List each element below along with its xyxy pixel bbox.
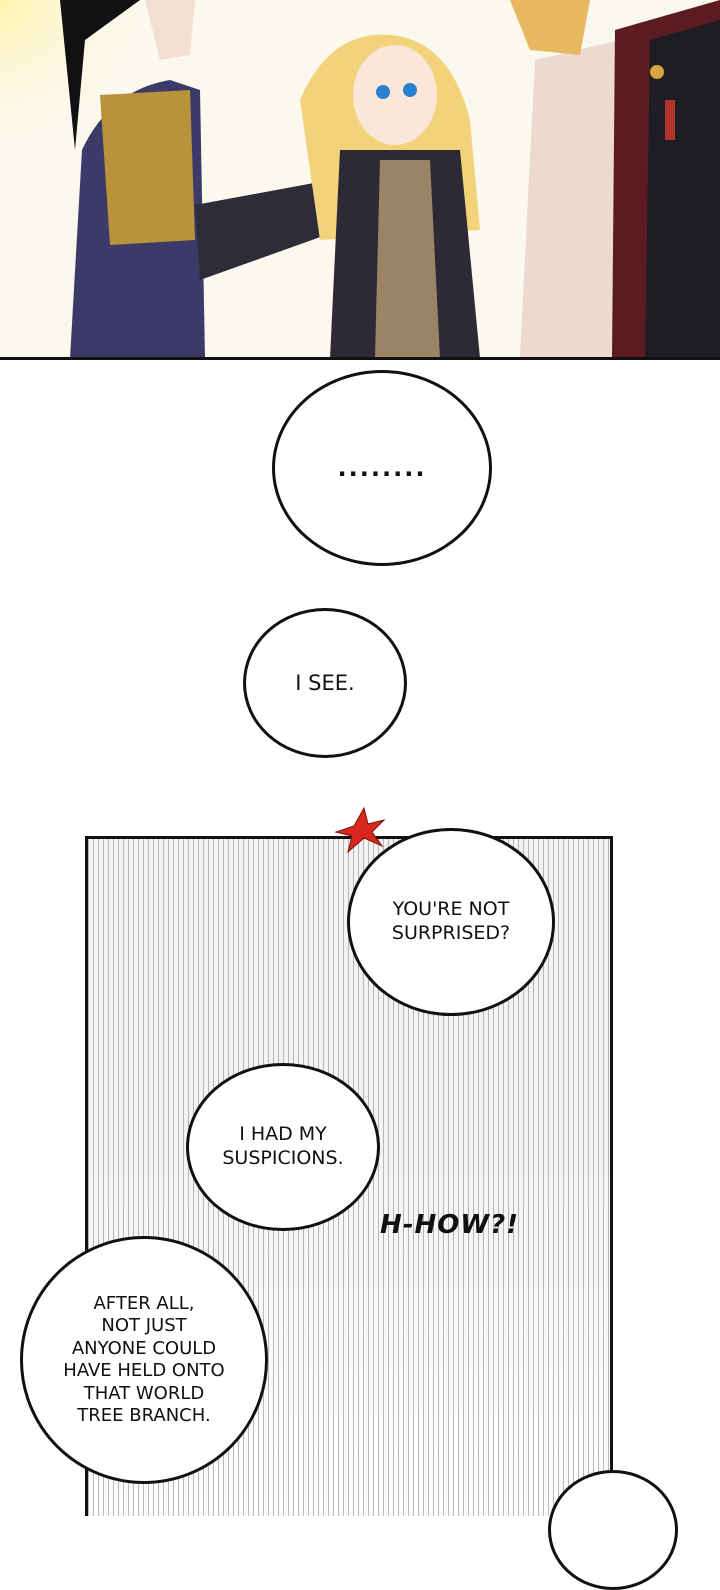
bubble-line: AFTER ALL, (93, 1292, 195, 1314)
sound-effect-text: H-HOW?! (380, 1210, 520, 1240)
bubble-text: ........ (337, 454, 427, 482)
speech-bubble-partial (548, 1470, 678, 1590)
bubble-line: NOT JUST (101, 1315, 187, 1336)
bubble-line: TREE BRANCH. (77, 1405, 211, 1426)
speech-bubble-suspicions: I HAD MY SUSPICIONS. (186, 1063, 380, 1231)
surprise-burst-icon (334, 806, 386, 854)
bubble-line: SURPRISED? (391, 922, 511, 944)
bubble-line: THAT WORLD (83, 1382, 205, 1404)
panel-divider (0, 357, 720, 360)
speech-bubble-i-see: I SEE. (243, 608, 407, 758)
bubble-text: I SEE. (295, 670, 355, 695)
bubble-line: I HAD MY (239, 1123, 327, 1146)
speech-bubble-dots: ........ (272, 370, 492, 566)
illustration-panel (0, 0, 720, 358)
bubble-line: HAVE HELD ONTO (63, 1360, 225, 1381)
illustration-image (0, 0, 720, 358)
bubble-line: ANYONE COULD (71, 1337, 217, 1359)
speech-bubble-surprised: YOU'RE NOT SURPRISED? (347, 828, 555, 1016)
speech-bubble-after-all: AFTER ALL, NOT JUST ANYONE COULD HAVE HE… (20, 1236, 268, 1484)
bubble-line: SUSPICIONS. (222, 1147, 344, 1169)
bubble-line: YOU'RE NOT (392, 898, 510, 921)
